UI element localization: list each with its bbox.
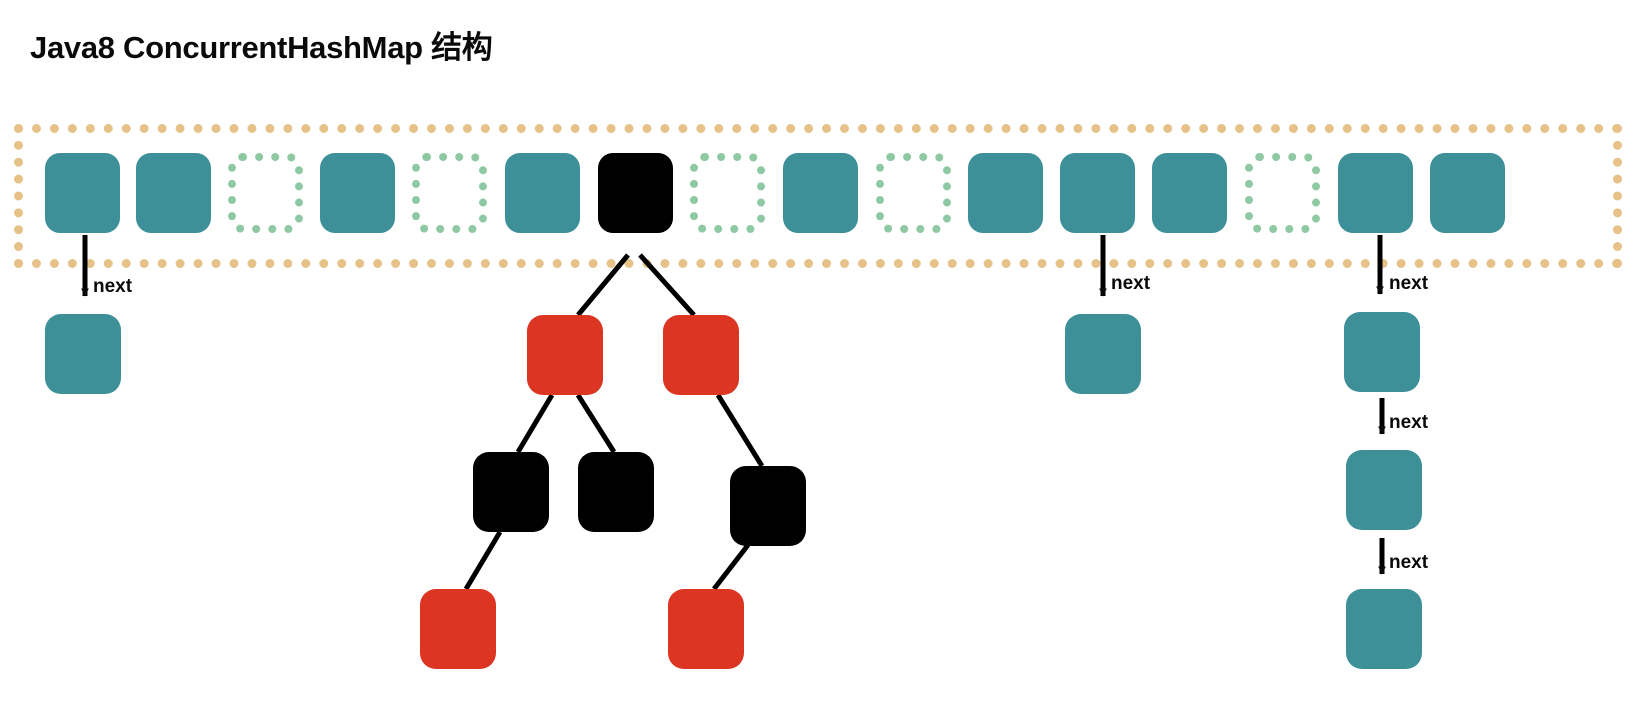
array-cell-11-filled[interactable] (1060, 153, 1135, 233)
array-cell-7-empty[interactable] (690, 153, 765, 233)
tree-edge-2 (515, 393, 555, 454)
tree-node-tree-black-3[interactable] (730, 466, 806, 546)
next-bucket-0-label: next (93, 276, 133, 297)
tree-node-tree-black-2[interactable] (578, 452, 654, 532)
array-cell-3-filled[interactable] (320, 153, 395, 233)
tree-edge-5 (463, 530, 503, 591)
tree-edge-4 (715, 393, 765, 468)
array-cell-15-filled[interactable] (1430, 153, 1505, 233)
tree-node-tree-black-1[interactable] (473, 452, 549, 532)
tree-edge-group (463, 253, 765, 591)
page-title: Java8 ConcurrentHashMap 结构 (30, 30, 493, 65)
array-cell-8-filled[interactable] (783, 153, 858, 233)
array-cell-4-empty[interactable] (412, 153, 487, 233)
tree-node-tree-red-1[interactable] (527, 315, 603, 395)
array-cell-9-empty[interactable] (876, 153, 951, 233)
array-cell-6-black[interactable] (598, 153, 673, 233)
next-bucket-11-label: next (1111, 273, 1151, 294)
next-chain-2-label: next (1389, 412, 1429, 433)
list-node-bucket-14-node-2[interactable] (1346, 450, 1422, 530)
hash-bucket-array (14, 124, 1622, 268)
list-node-bucket-14-node-1[interactable] (1344, 312, 1420, 392)
array-cell-10-filled[interactable] (968, 153, 1043, 233)
array-cell-12-filled[interactable] (1152, 153, 1227, 233)
list-node-bucket-14-node-3[interactable] (1346, 589, 1422, 669)
tree-edge-3 (575, 393, 617, 454)
array-cell-2-empty[interactable] (228, 153, 303, 233)
tree-node-tree-red-3[interactable] (420, 589, 496, 669)
next-chain-3-label: next (1389, 552, 1429, 573)
array-cell-5-filled[interactable] (505, 153, 580, 233)
array-cell-14-filled[interactable] (1338, 153, 1413, 233)
list-node-bucket-11-node-1[interactable] (1065, 314, 1141, 394)
array-cell-0-filled[interactable] (45, 153, 120, 233)
tree-node-tree-red-4[interactable] (668, 589, 744, 669)
next-bucket-14-label: next (1389, 273, 1429, 294)
array-cell-13-empty[interactable] (1245, 153, 1320, 233)
tree-edge-6 (712, 543, 750, 591)
array-cell-1-filled[interactable] (136, 153, 211, 233)
list-node-bucket-0-node-1[interactable] (45, 314, 121, 394)
tree-node-tree-red-2[interactable] (663, 315, 739, 395)
